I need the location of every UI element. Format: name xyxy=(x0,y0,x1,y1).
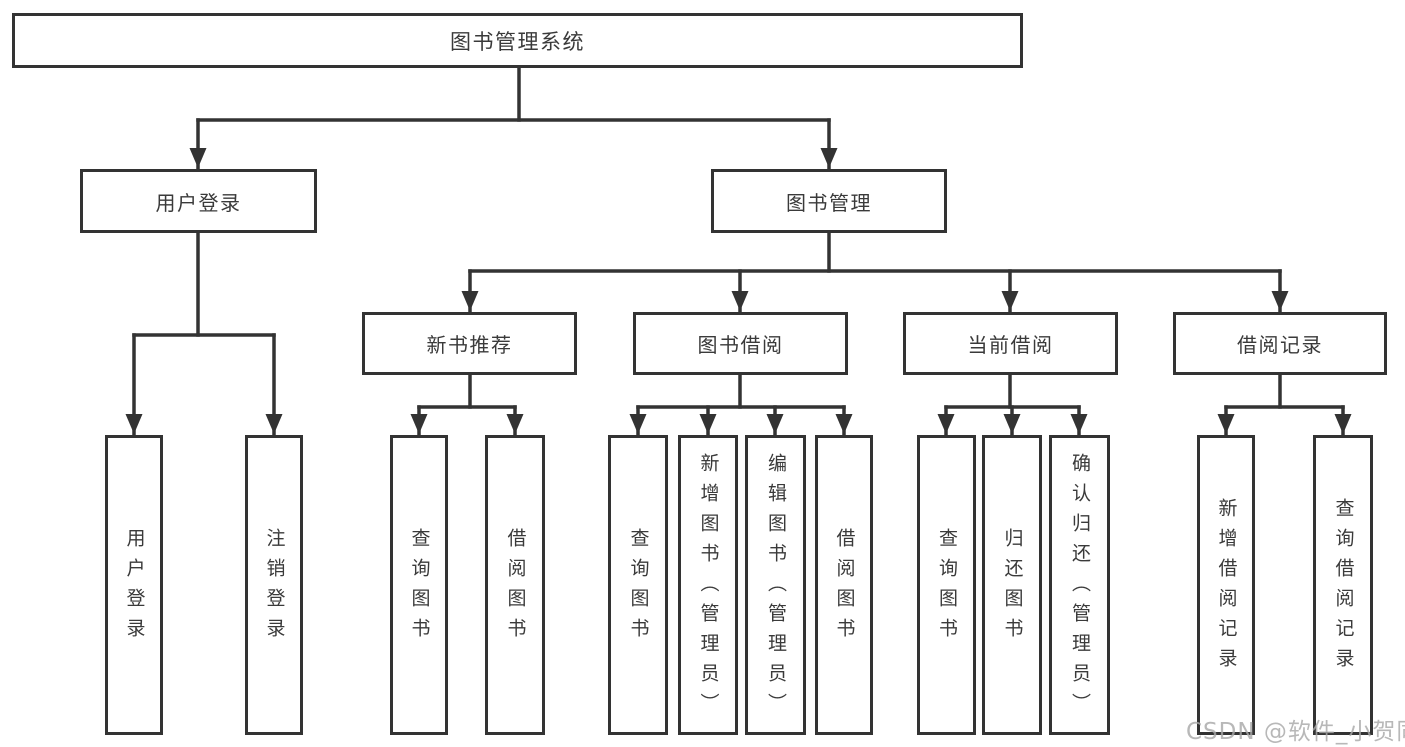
leaf-current-return-books: 归还图书 xyxy=(982,435,1042,735)
leaf-record-query-borrow-record: 查询借阅记录 xyxy=(1313,435,1373,735)
leaf-borrow-add-book-admin: 新增图书（管理员） xyxy=(678,435,738,735)
leaf-login-user-login: 用户登录 xyxy=(105,435,163,735)
node-book-borrow: 图书借阅 xyxy=(633,312,848,375)
node-root-system: 图书管理系统 xyxy=(12,13,1023,68)
leaf-borrow-borrow-books: 借阅图书 xyxy=(815,435,873,735)
leaf-recommend-borrow-books: 借阅图书 xyxy=(485,435,545,735)
node-borrow-record: 借阅记录 xyxy=(1173,312,1387,375)
node-book-management: 图书管理 xyxy=(711,169,947,233)
leaf-borrow-query-books: 查询图书 xyxy=(608,435,668,735)
leaf-current-confirm-return-admin: 确认归还（管理员） xyxy=(1049,435,1110,735)
node-user-login: 用户登录 xyxy=(80,169,317,233)
leaf-login-logout: 注销登录 xyxy=(245,435,303,735)
watermark-text: CSDN @软件_小贺同学 xyxy=(1186,719,1405,745)
node-new-book-recommend: 新书推荐 xyxy=(362,312,577,375)
leaf-borrow-edit-book-admin: 编辑图书（管理员） xyxy=(745,435,806,735)
leaf-record-add-borrow-record: 新增借阅记录 xyxy=(1197,435,1255,735)
leaf-current-query-books: 查询图书 xyxy=(917,435,976,735)
leaf-recommend-query-books: 查询图书 xyxy=(390,435,448,735)
node-current-borrow: 当前借阅 xyxy=(903,312,1118,375)
